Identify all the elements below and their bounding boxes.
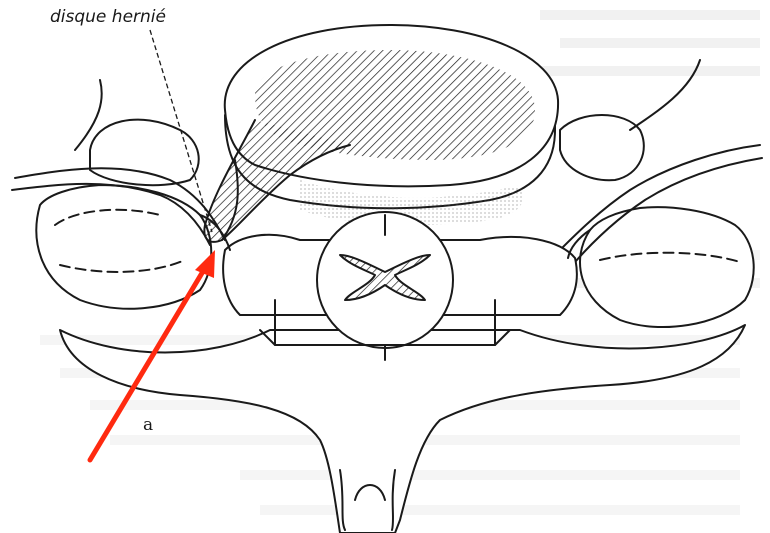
- right-facet: [560, 115, 644, 180]
- right-transverse-process: [580, 207, 754, 327]
- figure-letter: a: [143, 415, 153, 435]
- herniated-disc-label: disque hernié: [50, 7, 166, 27]
- left-transverse-process: [36, 185, 211, 309]
- vertebral-arch: [60, 325, 745, 533]
- left-facet: [90, 120, 199, 186]
